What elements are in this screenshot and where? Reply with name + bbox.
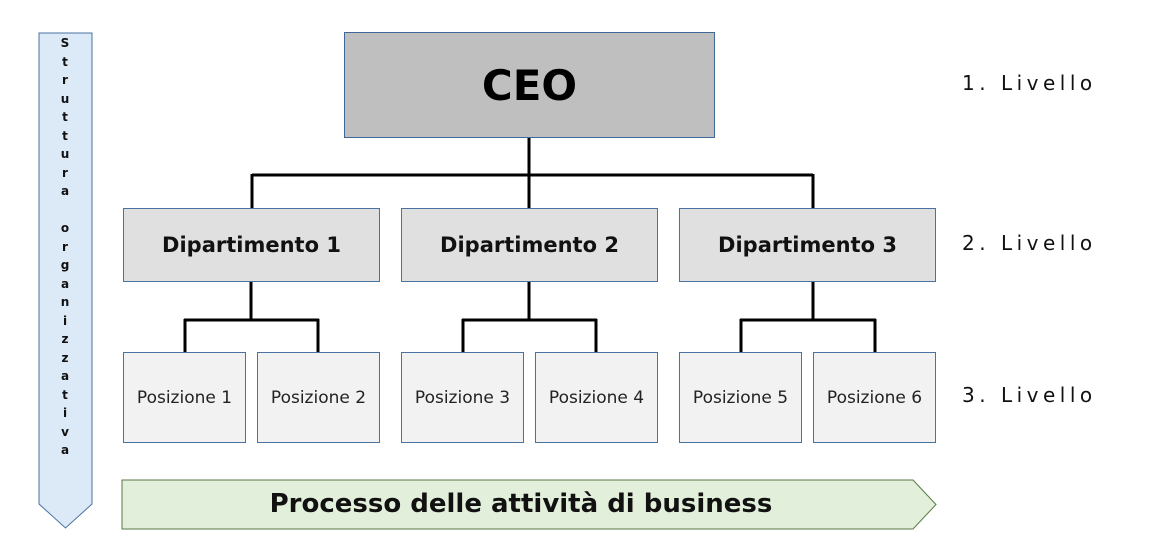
position-label: Posizione 4 xyxy=(548,387,645,408)
banner-letter: t xyxy=(62,387,68,402)
banner-letter: r xyxy=(62,165,68,180)
banner-letter: u xyxy=(60,147,70,161)
banner-letter: z xyxy=(61,350,69,365)
department-box-1: Dipartimento 1 xyxy=(123,208,380,282)
banner-letter: u xyxy=(60,91,70,106)
banner-letter: g xyxy=(60,258,70,272)
position-box-1: Posizione 1 xyxy=(123,352,246,443)
position-box-2: Posizione 2 xyxy=(257,352,380,443)
level-label-3: 3. Livello xyxy=(962,383,1097,407)
position-box-5: Posizione 5 xyxy=(679,352,802,443)
banner-letter: r xyxy=(62,239,68,254)
banner-letter: a xyxy=(60,443,70,457)
banner-letter: a xyxy=(60,184,70,198)
position-label: Posizione 2 xyxy=(270,387,367,408)
position-label: Posizione 1 xyxy=(136,387,233,408)
banner-letter: t xyxy=(62,110,68,124)
banner-letter: a xyxy=(60,369,70,383)
banner-letter: t xyxy=(62,54,68,69)
ceo-box: CEO xyxy=(344,32,715,138)
banner-letter: a xyxy=(60,276,70,291)
position-box-6: Posizione 6 xyxy=(813,352,936,443)
department-label: Dipartimento 3 xyxy=(718,233,897,257)
banner-letter: r xyxy=(62,73,68,87)
banner-letter: S xyxy=(60,36,70,50)
department-label: Dipartimento 2 xyxy=(440,233,619,257)
department-box-2: Dipartimento 2 xyxy=(401,208,658,282)
banner-letter: i xyxy=(62,313,68,328)
position-label: Posizione 6 xyxy=(826,387,923,408)
process-arrow-shape xyxy=(121,479,937,530)
level-label-1: 1. Livello xyxy=(962,71,1097,95)
ceo-label: CEO xyxy=(481,60,578,110)
position-label: Posizione 3 xyxy=(414,387,511,408)
department-label: Dipartimento 1 xyxy=(162,233,341,257)
banner-letter: z xyxy=(61,332,69,346)
banner-letter: o xyxy=(60,221,70,235)
banner-letter: i xyxy=(62,406,68,420)
level-label-2: 2. Livello xyxy=(962,231,1097,255)
banner-letter: v xyxy=(61,424,69,439)
department-box-3: Dipartimento 3 xyxy=(679,208,936,282)
banner-letter: t xyxy=(62,128,68,143)
position-label: Posizione 5 xyxy=(692,387,789,408)
process-arrow-label: Processo delle attività di business xyxy=(269,489,773,519)
left-banner-shape xyxy=(38,32,93,529)
position-box-4: Posizione 4 xyxy=(535,352,658,443)
banner-letter xyxy=(63,201,67,220)
position-box-3: Posizione 3 xyxy=(401,352,524,443)
banner-letter: n xyxy=(60,295,70,309)
